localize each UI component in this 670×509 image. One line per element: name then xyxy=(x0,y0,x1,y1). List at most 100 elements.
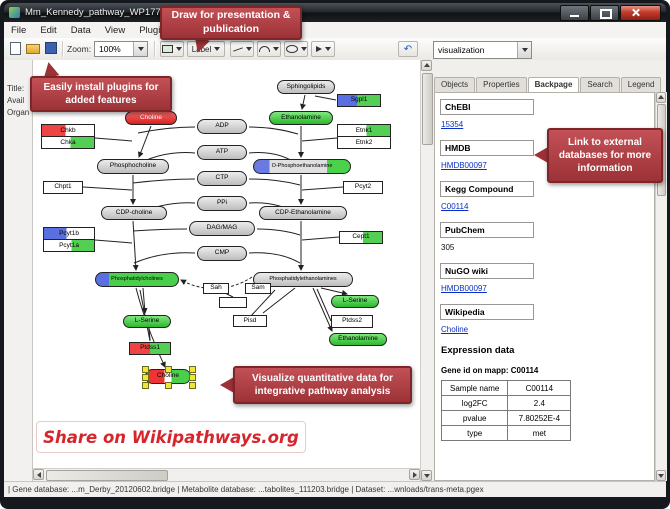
visualization-combobox[interactable]: visualization xyxy=(433,41,532,59)
chebi-link[interactable]: 15354 xyxy=(441,120,464,129)
selection-handle[interactable] xyxy=(165,366,172,373)
arrow-icon xyxy=(315,46,322,52)
node-pcyt1a[interactable]: Pcyt1a xyxy=(43,239,95,252)
tab-backpage[interactable]: Backpage xyxy=(527,77,580,92)
menu-edit[interactable]: Edit xyxy=(40,24,57,36)
nugo-header: NuGO wiki xyxy=(440,263,534,279)
node-ptdss2[interactable]: Ptdss2 xyxy=(331,315,373,328)
selection-handle[interactable] xyxy=(165,382,172,389)
shape-tool[interactable] xyxy=(284,41,308,57)
scroll-left-button[interactable] xyxy=(33,469,44,480)
table-cell: pvalue xyxy=(440,410,509,426)
canvas-horizontal-scrollbar[interactable] xyxy=(33,468,420,482)
selection-handle[interactable] xyxy=(142,374,149,381)
node-ethanolamine-top[interactable]: Ethanolamine xyxy=(269,111,333,125)
selection-handle[interactable] xyxy=(189,374,196,381)
wikipedia-link[interactable]: Choline xyxy=(441,325,469,334)
menu-plugins[interactable]: Plugins xyxy=(139,24,171,36)
node-phosphocholine[interactable]: Phosphocholine xyxy=(97,159,169,174)
node-cmp[interactable]: CMP xyxy=(197,246,247,261)
tab-properties[interactable]: Properties xyxy=(476,77,527,92)
kegg-header: Kegg Compound xyxy=(440,181,534,197)
selection-handle[interactable] xyxy=(142,366,149,373)
node-choline-top[interactable]: Choline xyxy=(125,111,177,125)
close-button[interactable] xyxy=(620,5,661,21)
combo-arrow[interactable] xyxy=(133,42,147,56)
callout-visualize: Visualize quantitative data for integrat… xyxy=(233,366,412,404)
nugo-link[interactable]: HMDB00097 xyxy=(441,284,487,293)
open-file-icon[interactable] xyxy=(26,44,40,54)
menu-data[interactable]: Data xyxy=(70,24,91,36)
tab-legend[interactable]: Legend xyxy=(620,77,662,92)
node-etnk1[interactable]: Etnk1 xyxy=(337,124,391,137)
node-o-phosphoethanolamine[interactable]: O-Phosphoethanolamine xyxy=(253,159,351,174)
node-pisd[interactable]: Pisd xyxy=(233,315,267,327)
node-cept1[interactable]: Cept1 xyxy=(339,231,383,244)
gene-id-line: Gene id on mapp: C00114 xyxy=(441,366,539,375)
callout-arrow-left xyxy=(534,147,548,163)
node-sah[interactable]: Sah xyxy=(203,283,229,294)
scroll-down-button[interactable] xyxy=(421,470,432,481)
expression-data-title: Expression data xyxy=(441,345,515,356)
scrollbar-thumb[interactable] xyxy=(46,470,168,481)
tab-objects[interactable]: Objects xyxy=(434,77,476,92)
new-file-icon[interactable] xyxy=(10,42,21,55)
node-ppi[interactable]: PPi xyxy=(197,196,247,211)
save-icon[interactable] xyxy=(45,42,57,54)
pathway-canvas[interactable]: Sphingolipids Sgpl1 Ethanolamine Choline… xyxy=(33,60,420,468)
tab-search[interactable]: Search xyxy=(580,77,620,92)
node-ctp[interactable]: CTP xyxy=(197,171,247,186)
node-phosphatidylcholines[interactable]: Phosphatidylcholines xyxy=(95,272,179,287)
node-chpt1[interactable]: Chpt1 xyxy=(43,181,83,194)
node-phosphatidylethanolamines[interactable]: Phosphatidylethanolamines xyxy=(253,272,353,287)
node-cdp-ethanolamine[interactable]: CDP-Ethanolamine xyxy=(259,206,347,220)
node-l-serine-left[interactable]: L-Serine xyxy=(123,315,171,328)
selection-handle[interactable] xyxy=(189,382,196,389)
node-atp[interactable]: ATP xyxy=(197,145,247,160)
zoom-combobox[interactable]: 100% xyxy=(94,41,148,57)
line-tool[interactable] xyxy=(230,41,254,57)
menu-file[interactable]: File xyxy=(11,24,27,36)
callout-arrow-left xyxy=(220,377,234,393)
table-cell: Sample name xyxy=(440,380,509,396)
node-cdp-choline[interactable]: CDP-choline xyxy=(101,206,167,220)
node-dag-mag[interactable]: DAG/MAG xyxy=(189,221,255,236)
node-sam[interactable]: Sam xyxy=(245,283,271,294)
node-sgpl1[interactable]: Sgpl1 xyxy=(337,94,381,107)
node-adp[interactable]: ADP xyxy=(197,119,247,134)
undo-button[interactable]: ↶ xyxy=(398,41,418,57)
kegg-link[interactable]: C00114 xyxy=(441,202,469,211)
scroll-down-button[interactable] xyxy=(656,470,666,481)
node-pcyt2[interactable]: Pcyt2 xyxy=(343,181,383,194)
gene-box-icon xyxy=(162,45,173,53)
selection-handle[interactable] xyxy=(189,366,196,373)
hmdb-link[interactable]: HMDB00097 xyxy=(441,161,487,170)
canvas-vertical-scrollbar[interactable] xyxy=(420,60,434,481)
maximize-button[interactable] xyxy=(590,5,619,21)
connector-tool[interactable] xyxy=(311,41,335,57)
scroll-up-button[interactable] xyxy=(656,92,666,103)
label-tool[interactable]: Label xyxy=(187,41,225,57)
visualization-value: visualization xyxy=(438,45,485,55)
scrollbar-thumb[interactable] xyxy=(422,73,433,145)
minimize-button[interactable] xyxy=(560,5,589,21)
node-sphingolipids[interactable]: Sphingolipids xyxy=(277,80,335,94)
node-chka[interactable]: Chka xyxy=(41,136,95,149)
status-text: | Gene database: ...m_Derby_20120602.bri… xyxy=(8,485,484,494)
node-ethanolamine-bottom[interactable]: Ethanolamine xyxy=(329,333,387,346)
node-etnk2[interactable]: Etnk2 xyxy=(337,136,391,149)
node-pemt[interactable]: Pemt xyxy=(219,297,247,308)
node-l-serine-right[interactable]: L-Serine xyxy=(331,295,379,308)
combo-arrow[interactable] xyxy=(517,42,531,58)
scroll-up-button[interactable] xyxy=(421,60,432,71)
menu-view[interactable]: View xyxy=(104,24,126,36)
gene-product-tool[interactable] xyxy=(160,41,184,57)
scroll-right-button[interactable] xyxy=(409,469,420,480)
table-row: type met xyxy=(440,425,572,441)
app-icon xyxy=(9,7,20,18)
arc-tool[interactable] xyxy=(257,41,281,57)
info-organism-label: Organ xyxy=(7,108,30,117)
selection-handle[interactable] xyxy=(142,382,149,389)
chebi-header: ChEBI xyxy=(440,99,534,115)
node-ptdss1[interactable]: Ptdss1 xyxy=(129,342,171,355)
